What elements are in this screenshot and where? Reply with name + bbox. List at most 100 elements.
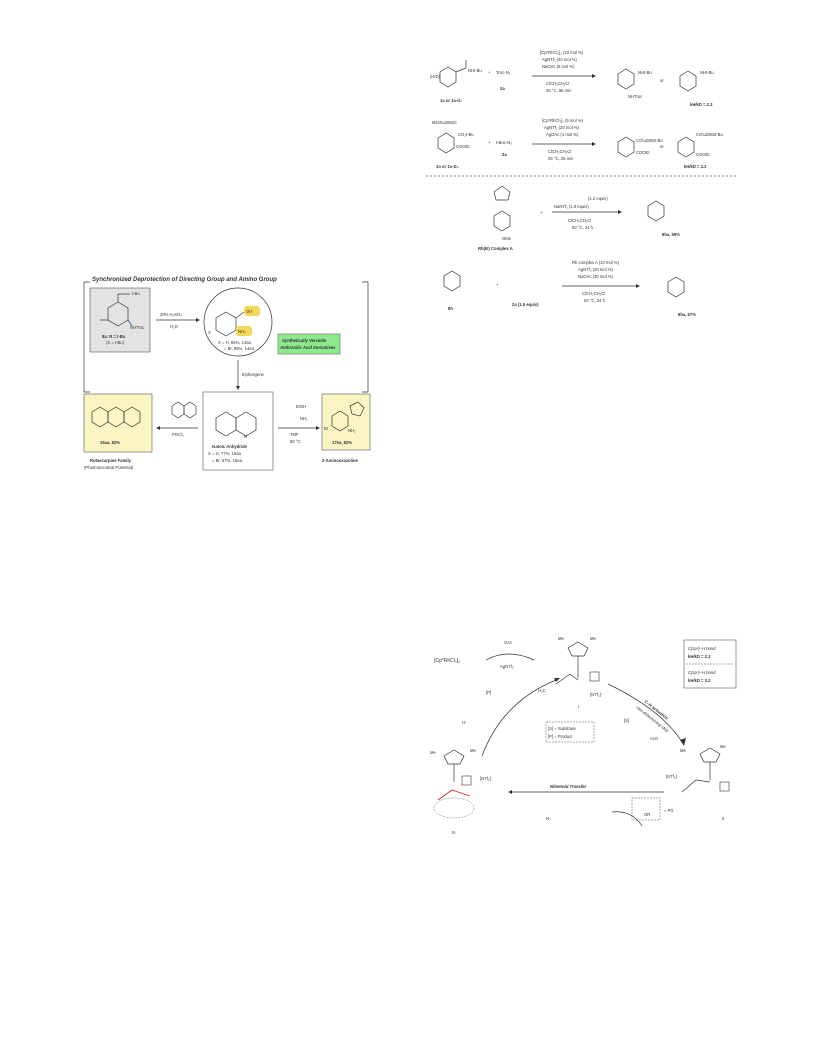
int-1: I	[578, 704, 579, 709]
isatoic-yield1: X = H, 77%, 15aa	[208, 451, 242, 456]
svg-text:(H/D): (H/D)	[430, 74, 441, 79]
r2-cond2: AgNTf₂ (20 mol %)	[544, 125, 580, 130]
arrow-ch-activation	[607, 683, 683, 743]
r3-cond2: ClCH₂CH₂Cl	[568, 218, 591, 223]
int-2: II	[722, 816, 724, 821]
acid-molecule	[215, 306, 260, 337]
r1-prod-a: NHt-Bu	[638, 70, 652, 75]
svg-text:CO\u2082t-Bu: CO\u2082t-Bu	[696, 132, 723, 137]
r1-prod-c: NHTroc	[628, 94, 642, 99]
svg-text:NHt-Bu: NHt-Bu	[468, 68, 482, 73]
acid-oh: OH	[246, 309, 252, 314]
r2-or: or	[660, 144, 664, 149]
reaction-4: 8h + 2a (1.5 equiv) Rh complex A (10 mol…	[443, 260, 696, 317]
ntf2-1: [NTf₂]⁻	[590, 692, 603, 697]
right-arrow1: TMF	[290, 432, 299, 437]
r4-prod: 8ha, 67%	[678, 312, 696, 317]
right-arrow2: 80 °C	[290, 439, 301, 444]
intermediate-3	[433, 749, 475, 819]
cycle-catalyst: [Cp*RhCl₂]₂	[434, 658, 460, 664]
r1-cond1: [Cp*RhCl₂]₂ (10 mol %)	[540, 50, 584, 55]
r4-cond4: ClCH₂CH₂Cl	[582, 291, 605, 296]
intermediate-1	[555, 641, 600, 685]
r2-cond5: 25 °C, 25 min	[548, 156, 574, 161]
intermediate-2	[681, 747, 730, 793]
arrow-return	[481, 679, 557, 757]
pg-box	[631, 797, 661, 821]
svg-text:COOEt: COOEt	[696, 152, 710, 157]
h3c-label: H₃C	[538, 688, 546, 693]
acO-label: AcO	[650, 736, 659, 741]
r3-cond1: NaNTf₂ (1.0 equiv)	[554, 204, 589, 209]
isatoic-yield2: = Br, 67%, 16ea	[212, 458, 243, 463]
right-product-molecule	[331, 401, 365, 432]
start-nhtroc: NHTroc	[130, 325, 144, 330]
ntf2-2: [NTf₂]⁻	[666, 774, 679, 779]
box1-line2: kH/kD = 2.3	[688, 654, 711, 659]
arrow2-label: triphosgene	[242, 372, 265, 377]
start-compound2: (X = t-Bu)	[106, 340, 125, 345]
right-family: 2-Aminooxazoline	[322, 458, 359, 463]
isatoic-nh: N	[244, 434, 247, 439]
green-box	[277, 333, 341, 355]
green-label2: Anthranilic Acid Derivatives	[279, 345, 336, 350]
r4-plus: +	[496, 282, 499, 287]
svg-text:CO\u2082t-Bu: CO\u2082t-Bu	[636, 138, 663, 143]
left-product-molecule	[91, 406, 141, 428]
or-label: OR	[644, 812, 650, 817]
cycle-entry-arrow	[485, 653, 535, 661]
r4-reagent: 2a (1.5 equiv)	[512, 302, 539, 307]
r1-reagent: Troc-N₃	[496, 70, 511, 75]
int-3: III	[452, 830, 456, 835]
right-product-label: 17ea, 82%	[332, 440, 352, 445]
acid-nh2: NH₂	[238, 329, 246, 334]
r3-ome: OMe	[502, 236, 512, 241]
acid-x: X	[208, 330, 211, 335]
r1-reagent-label: 2a	[500, 86, 505, 91]
cycle-reag2: AgNTf₂	[500, 664, 514, 669]
arrow1-top: 20% H₂SO₄	[160, 312, 182, 317]
reaction-1: NHt-Bu (H/D) + Troc-N₃ 2a 1a or 1a-d₃ [C…	[430, 50, 714, 107]
catalytic-cycle: [Cp*RhCl₂]₂ OAc AgNTf₂ Me Me H₃C [NTf₂]⁻…	[430, 636, 737, 835]
reaction-2: MeO\u2082C CO₂t-Bu COOEt + t-Boc-N₃ 2a 1…	[432, 118, 723, 169]
me-4: Me	[720, 744, 726, 749]
right-br: Br	[324, 426, 329, 431]
r2-substrate: 1o or 1o-D₃	[436, 164, 459, 169]
r4-cond5: 50 °C, 24 h	[584, 298, 606, 303]
arrow-n2	[611, 811, 643, 827]
right-nh2: NH₂	[348, 428, 356, 433]
r1-cond2: AgNTf₂ (40 mol %)	[542, 57, 578, 62]
r1-plus: +	[488, 70, 491, 75]
ntf2-3: [NTf₂]⁻	[480, 776, 493, 781]
box2-line2: kH/kD = 3.2	[688, 678, 711, 683]
green-label1: Synthetically Versatile	[282, 338, 327, 343]
p-label: [P]	[486, 690, 491, 695]
r1-cond3: NaOAc (5 mol %)	[542, 64, 575, 69]
r1-substrate: 1a or 1a-d₃	[440, 98, 462, 103]
isatoic-name: Isatoic Anhydride	[212, 444, 248, 449]
right-product-box	[321, 393, 371, 451]
box1-line1: C(sp²)–H bond	[688, 646, 716, 651]
r4-cond1: Rh complex A (10 mol %)	[572, 260, 620, 265]
me-6: Me	[470, 748, 476, 753]
r1-cond5: 25 °C, 85 min	[546, 88, 572, 93]
right-top-scheme: NHt-Bu (H/D) + Troc-N₃ 2a 1a or 1a-d₃ [C…	[426, 50, 738, 317]
r1-kie: kH/kD = 2.3	[690, 102, 713, 107]
me-3: Me	[680, 748, 686, 753]
start-tbu: t-Bu	[132, 291, 140, 296]
box2-line1: C(sp³)–H bond	[688, 670, 716, 675]
left-arrow-label: POCl₃	[172, 432, 184, 437]
n2-label: N₂	[546, 816, 551, 821]
arrow1-bottom: H₂O	[170, 324, 179, 329]
r4-cond2: AgNTf₂ (20 mol %)	[578, 267, 614, 272]
acid-yield2: = Br, 85%, 14ea	[224, 346, 255, 351]
start-compound: 8a: R = t-Bu	[102, 334, 126, 339]
r3-prod: 8ha, 59%	[662, 232, 680, 237]
r3-reagent: (1.2 equiv)	[588, 196, 608, 201]
left-scheme: Synchronized Deprotection of Directing G…	[83, 277, 371, 471]
cycle-reag1: OAc	[504, 640, 512, 645]
r3-plus: +	[540, 210, 543, 215]
legend-1: [S] = Substrate	[548, 726, 576, 731]
r2-cond4: ClCH₂CH₂Cl	[548, 149, 571, 154]
r3-catalyst: Rh(III) Complex A	[478, 246, 513, 251]
